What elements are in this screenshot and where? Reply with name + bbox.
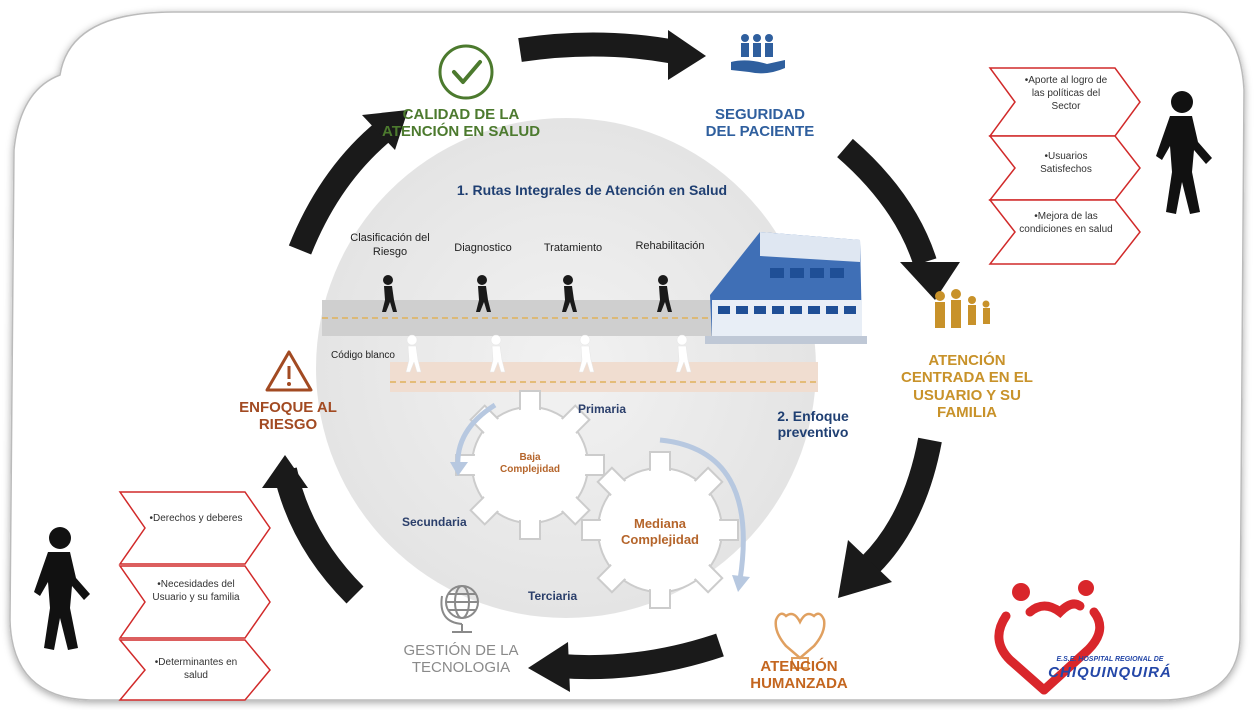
input-text-3: •Determinantes en salud <box>154 657 238 681</box>
walker-2 <box>476 275 491 312</box>
arrowhead-bottom <box>528 642 570 692</box>
heart-hands-icon <box>774 612 826 669</box>
label-tecnologia: GESTIÓN DE LA TECNOLOGIA <box>403 642 519 677</box>
arrowhead-left-top <box>362 110 408 150</box>
gear-baja-label: Baja Complejidad <box>499 452 560 475</box>
walker-3 <box>562 275 577 312</box>
routes-title: 1. Rutas Integrales de Atención en Salud <box>456 182 728 198</box>
lane-bottom <box>390 362 818 392</box>
arrow-bottom <box>559 633 724 680</box>
input-text-1: •Derechos y deberes <box>149 513 243 524</box>
walker-left-large <box>34 527 90 650</box>
walker-right-large <box>1156 91 1212 214</box>
codigo-blanco: Código blanco <box>331 350 395 361</box>
outcome-chevrons <box>988 67 1141 265</box>
level-terciaria: Terciaria <box>528 589 578 603</box>
label-seguridad: SEGURIDAD DEL PACIENTE <box>705 106 815 141</box>
curve-arrow-left <box>455 402 497 469</box>
arrow-left-top <box>288 120 393 255</box>
globe-icon <box>440 585 479 633</box>
label-centrada: ATENCIÓN CENTRADA EN EL USUARIO Y SU FAM… <box>901 352 1033 421</box>
walker-1 <box>382 275 397 312</box>
input-text-2: •Necesidades del Usuario y su familia <box>152 579 240 603</box>
level-secundaria: Secundaria <box>402 515 467 529</box>
walker-4 <box>657 275 672 312</box>
arrow-top <box>518 32 678 64</box>
curve-arrow-right <box>659 437 746 581</box>
gear-mediana-label: Mediana Complejidad <box>620 516 699 547</box>
people-hand-icon <box>731 34 785 74</box>
arrowhead-right-bottom <box>838 540 892 598</box>
label-riesgo: ENFOQUE AL RIESGO <box>239 399 337 434</box>
gear-mediana <box>581 451 739 609</box>
stage-clasificacion: Clasificación del Riesgo <box>350 232 430 258</box>
hospital-building <box>705 232 867 344</box>
warning-icon <box>265 350 313 392</box>
cycle-arrows <box>273 32 942 680</box>
arrow-right-bottom <box>861 437 942 574</box>
input-chevrons <box>118 491 271 701</box>
logo-small-text: E.S.E. HOSPITAL REGIONAL DE <box>1056 656 1164 663</box>
label-humanizada: ATENCIÓN HUMANZADA <box>750 658 848 693</box>
outcome-text-1: •Aporte al logro de las políticas del Se… <box>1024 75 1108 112</box>
walkers-black <box>382 275 672 312</box>
outcome-text-3: •Mejora de las condiciones en salud <box>1019 211 1113 235</box>
stage-tratamiento: Tratamiento <box>543 242 603 254</box>
arrowhead-top <box>668 30 706 80</box>
outcome-text-2: •Usuarios Satisfechos <box>1040 151 1092 175</box>
gear-baja <box>455 390 605 540</box>
stage-rehabilitacion: Rehabilitación <box>635 240 705 252</box>
hospital-logo-graphic <box>994 580 1105 695</box>
chevron-input-3 <box>118 639 271 701</box>
arrowhead-right-top <box>900 262 960 300</box>
arrowhead-left-bottom <box>262 455 308 488</box>
level-primaria: Primaria <box>578 402 627 416</box>
enfoque-preventivo: 2. Enfoque preventivo <box>777 408 849 441</box>
chevron-outcome-3 <box>988 199 1141 265</box>
arrow-right-top <box>837 138 937 266</box>
chevron-input-1 <box>118 491 271 565</box>
logo-big-text: CHIQUINQUIRÁ <box>1048 664 1172 681</box>
walkers-white <box>405 334 692 373</box>
check-circle-icon <box>438 44 494 100</box>
stage-diagnostico: Diagnostico <box>454 242 512 254</box>
chevron-input-2 <box>118 565 271 639</box>
label-calidad: CALIDAD DE LA ATENCIÓN EN SALUD <box>381 106 541 141</box>
cycle-arrowheads <box>262 30 960 692</box>
family-icon <box>935 289 990 328</box>
